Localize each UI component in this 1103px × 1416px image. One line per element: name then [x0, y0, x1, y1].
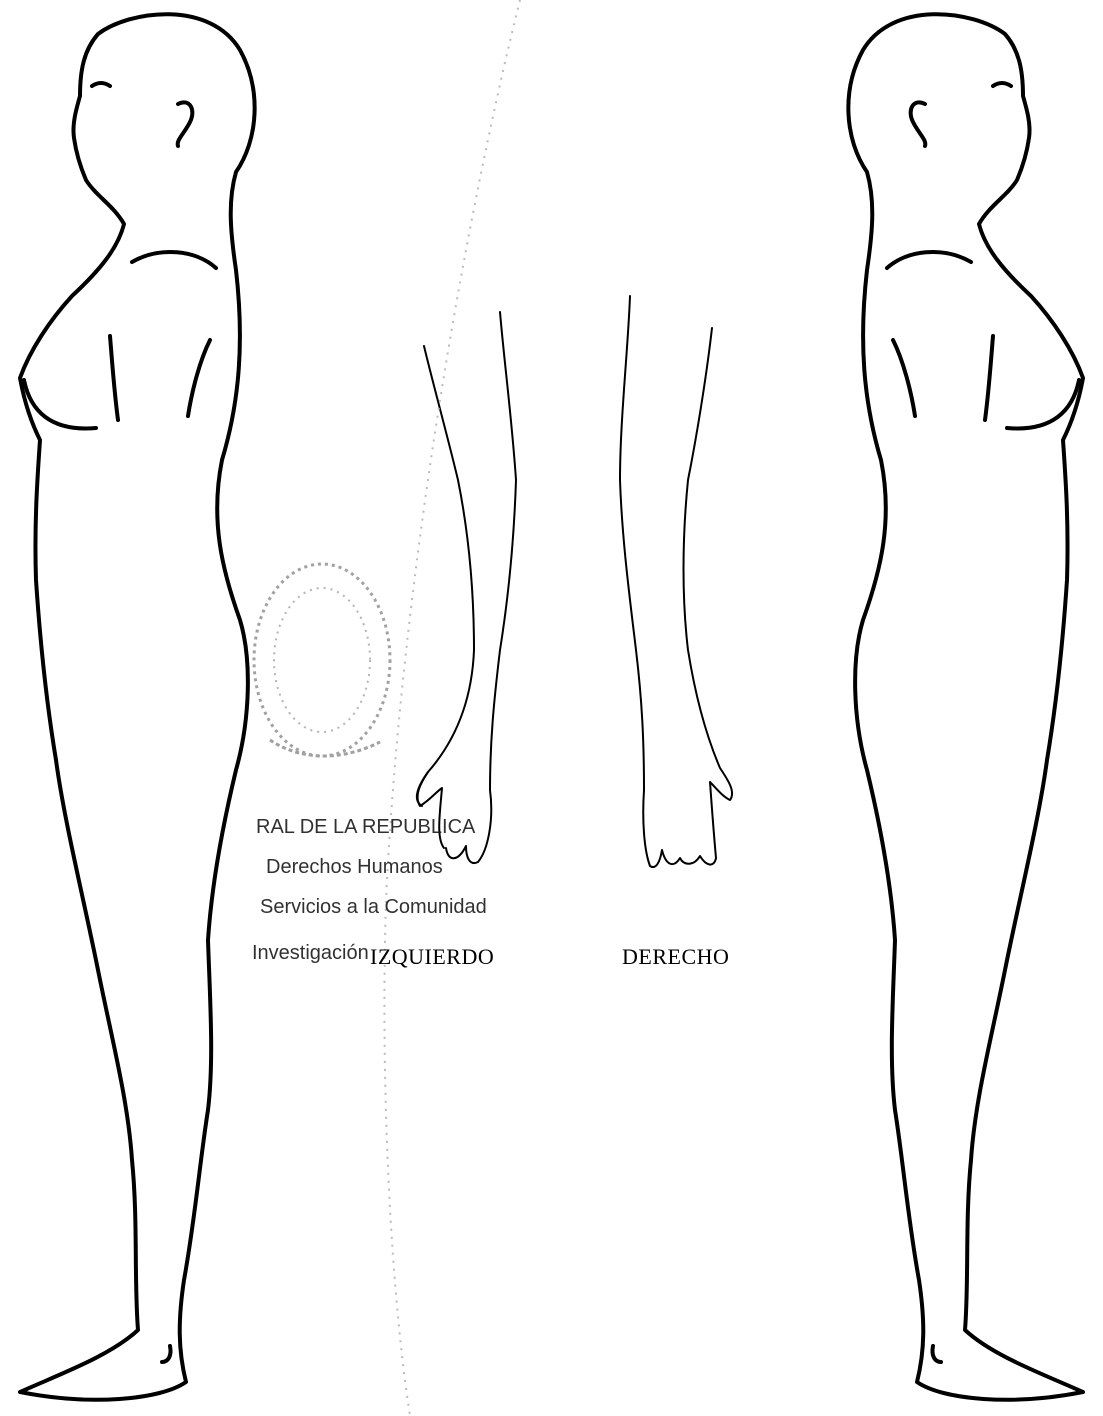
left-figure-breast [24, 380, 96, 428]
right-figure-breast [1007, 380, 1079, 428]
right-figure-eye [993, 83, 1011, 86]
left-figure-shoulder-line [132, 252, 216, 268]
left-figure-ear [178, 102, 193, 146]
right-figure-shoulder-line [887, 252, 971, 268]
left-figure-eye [92, 83, 110, 86]
stamp-text-line-2: Derechos Humanos [266, 856, 443, 879]
official-stamp-seal [254, 564, 390, 756]
right-figure-ear [911, 102, 926, 146]
left-figure-outline [20, 14, 255, 1400]
right-figure-arm-line [985, 336, 993, 420]
right-arm-inner-contour [620, 296, 716, 867]
left-figure-ankle [162, 1346, 171, 1362]
stamp-text-line-3: Servicios a la Comunidad [260, 896, 487, 919]
stamp-text-line-4: Investigación [252, 942, 369, 965]
left-figure-arm-line [110, 336, 118, 420]
right-arm-label: DERECHO [622, 944, 729, 970]
left-side-figure [20, 14, 255, 1400]
right-figure-back-arm-line [893, 340, 915, 416]
right-side-figure [848, 14, 1083, 1400]
right-figure-ankle [932, 1346, 941, 1362]
left-arm-diagram [417, 312, 516, 863]
scan-fold-line [384, 0, 520, 1416]
right-arm-diagram [620, 296, 732, 867]
left-figure-back-arm-line [188, 340, 210, 416]
left-arm-outer-contour [418, 346, 474, 848]
stamp-text-line-1: RAL DE LA REPUBLICA [256, 816, 475, 839]
left-arm-label: IZQUIERDO [370, 944, 494, 970]
right-figure-outline [848, 14, 1083, 1400]
right-arm-outer-contour [684, 328, 733, 858]
left-arm-inner-contour [446, 312, 516, 863]
